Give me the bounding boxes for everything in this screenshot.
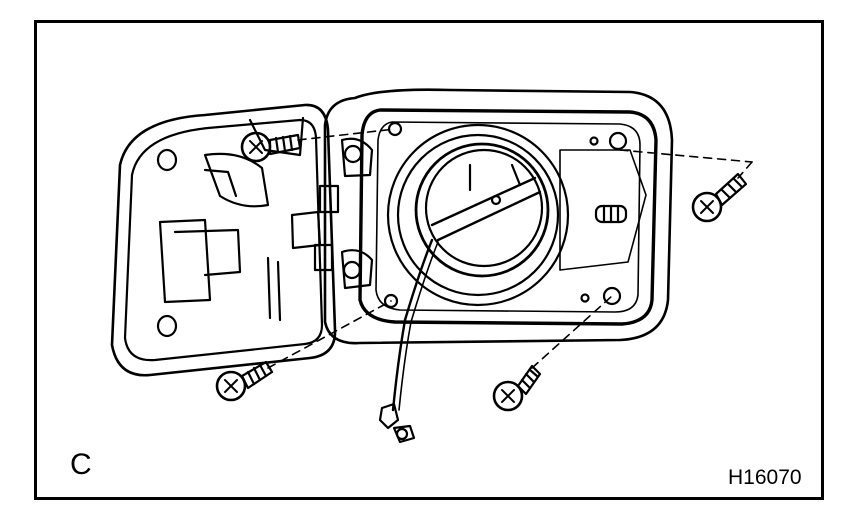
- housing-screw-hole-tr: [608, 131, 628, 151]
- door-hole-top: [156, 148, 178, 172]
- door-hinge-clip: [290, 210, 322, 250]
- housing-screw-hole-tl: [387, 121, 403, 137]
- screw-alignment-lines: [267, 128, 753, 369]
- diagram-frame: [34, 20, 824, 500]
- view-label: C: [70, 448, 92, 481]
- screw-bottom-left: [215, 360, 274, 402]
- housing-screw-hole-br: [602, 286, 622, 306]
- fuel-cap: [386, 123, 570, 307]
- fuel-filler-door: [110, 103, 340, 377]
- housing-screw-hole-bl: [383, 293, 399, 309]
- figure-id: H16070: [728, 466, 802, 489]
- cap-tether-cord: [378, 238, 439, 444]
- screw-right: [691, 172, 748, 223]
- screw-top-left: [240, 131, 302, 163]
- ventilation-slots: [594, 204, 628, 224]
- screw-bottom-right: [492, 364, 542, 412]
- fuel-filler-housing: [323, 88, 674, 345]
- door-hole-bottom: [156, 314, 178, 338]
